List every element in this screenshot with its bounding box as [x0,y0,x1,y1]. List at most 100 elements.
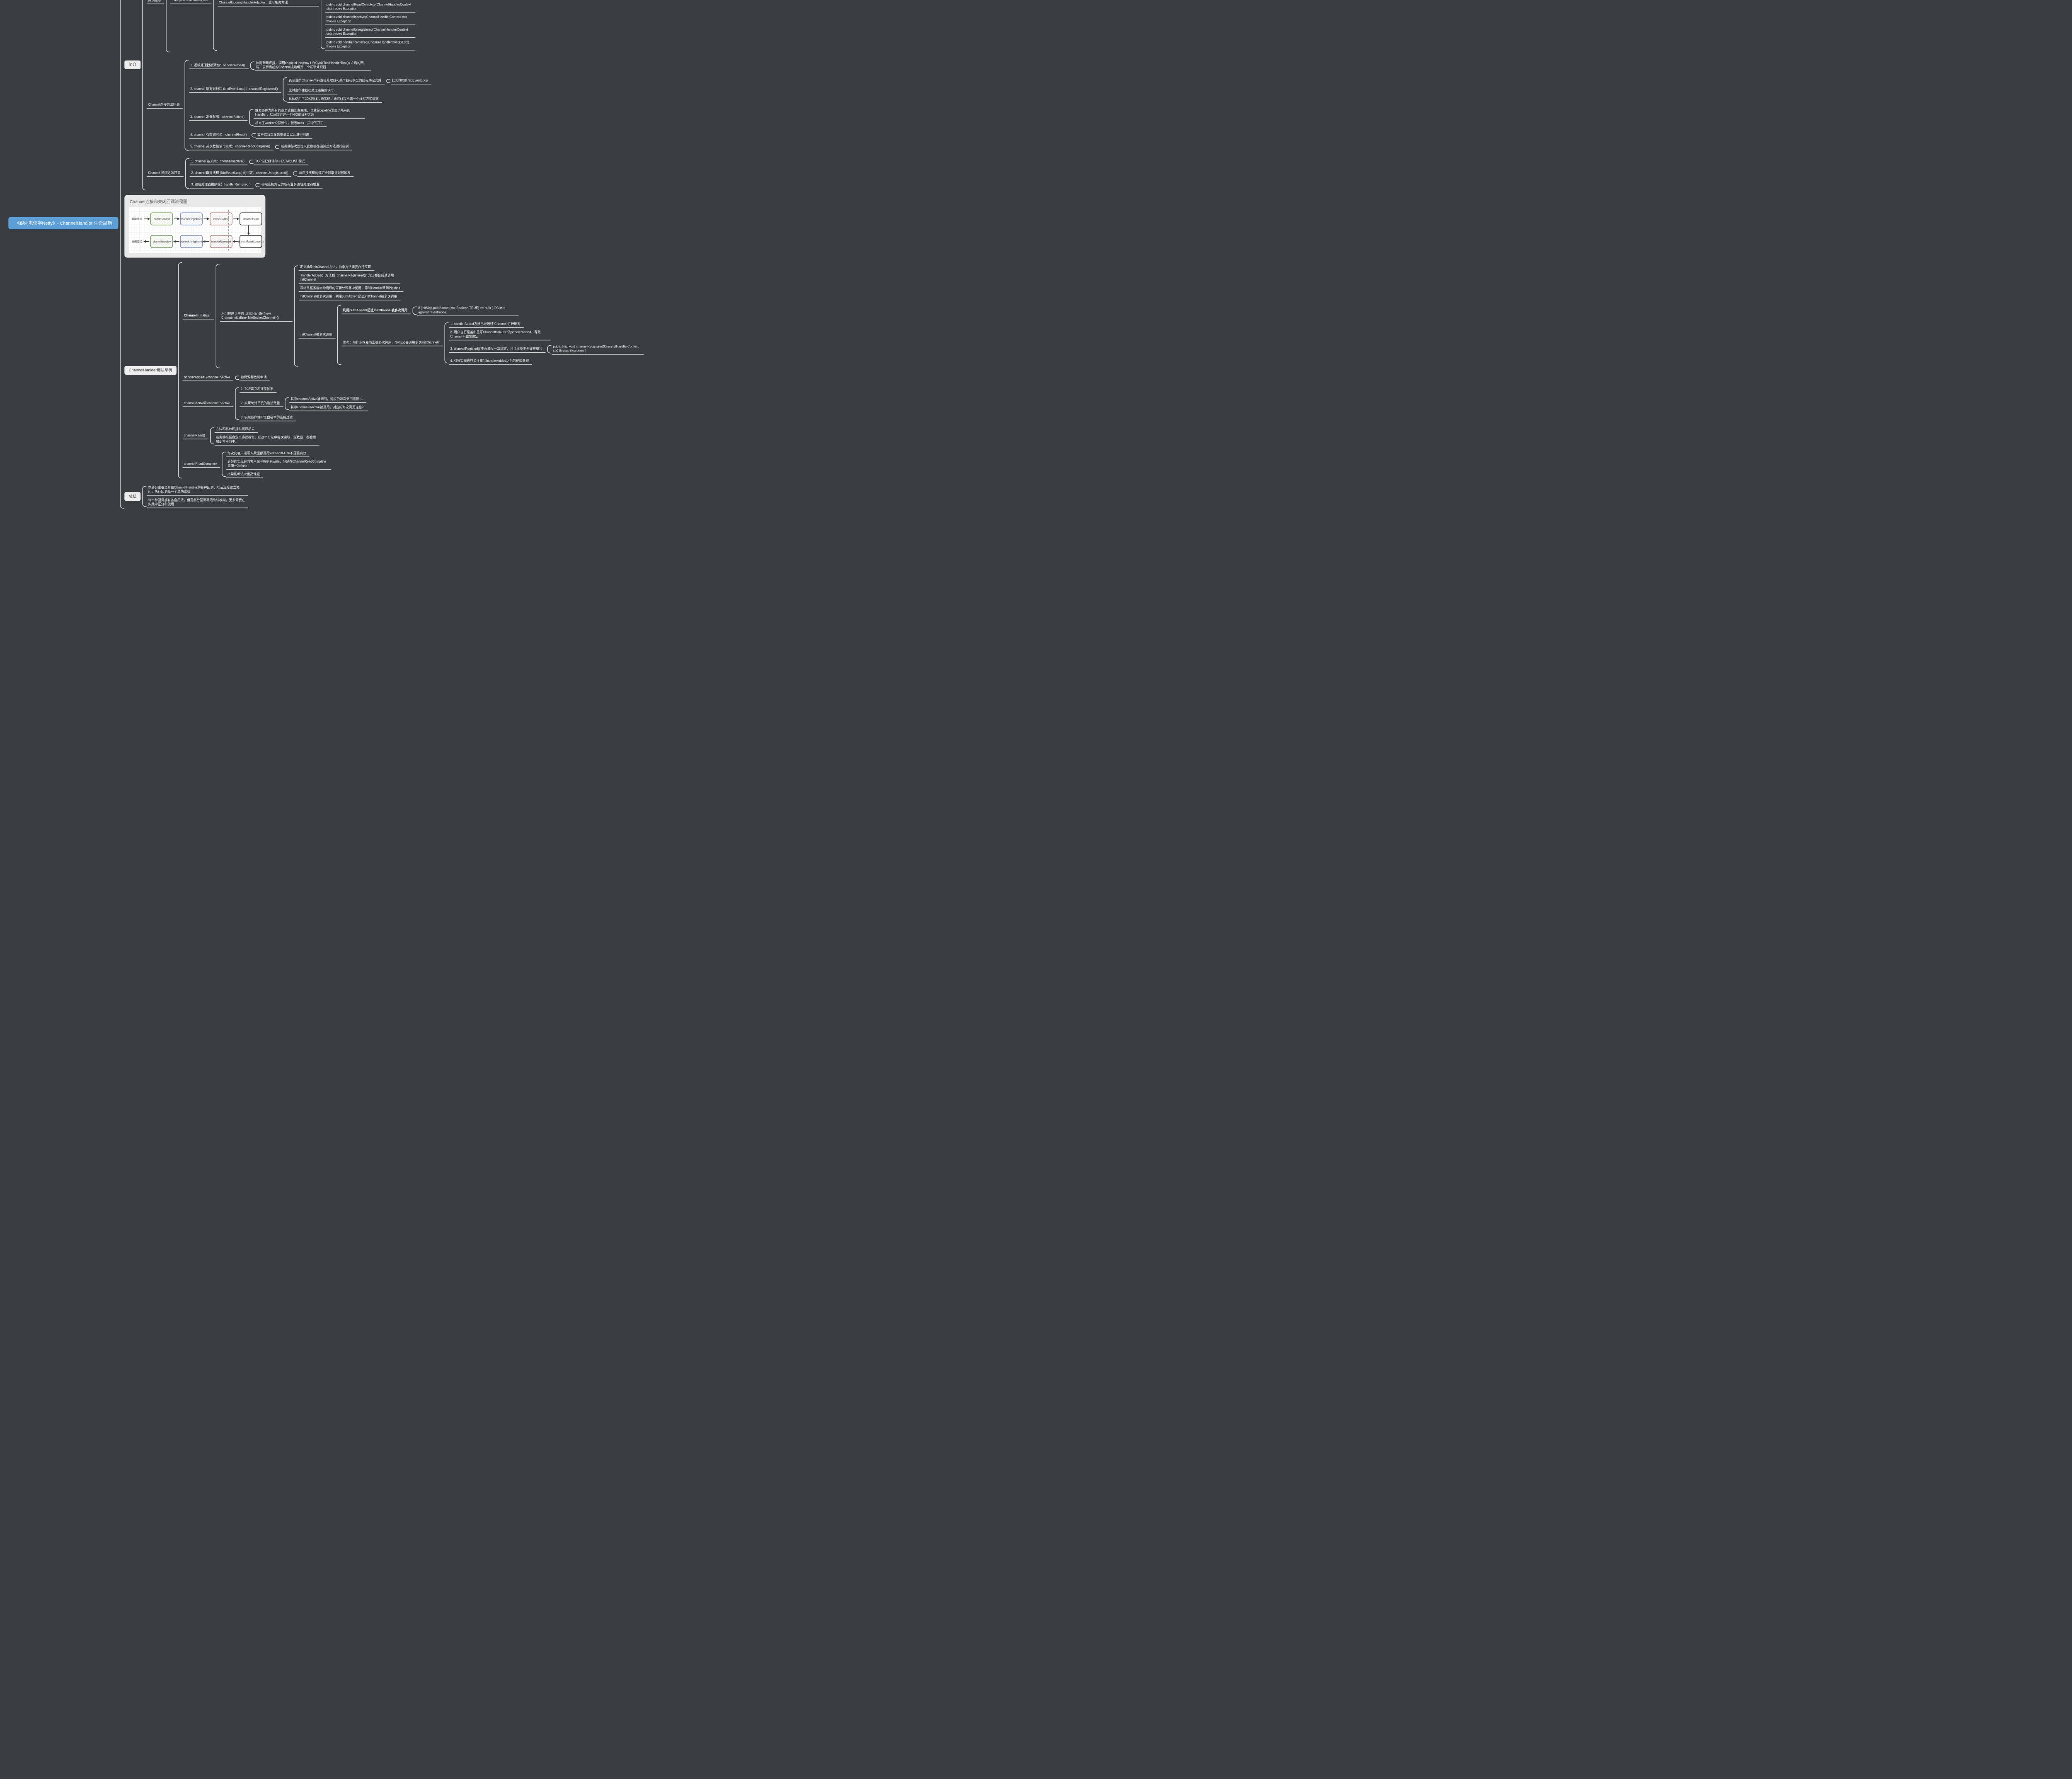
branch-summary[interactable]: 总结 [124,492,141,501]
flow-box-channel-read: channelRead [240,212,262,225]
note-writeandflush[interactable]: 每次向客户端写入数据都调用writeAndFlush不是很高效 [226,451,310,457]
method-channel-read-complete[interactable]: public void channelReadComplete(ChannelH… [325,2,416,13]
arrow-left-icon [173,240,179,243]
arrow-right-icon [144,217,150,221]
summary-1[interactable]: 本部分主要是介绍ChannelHandler的各种回调，以及连接建立关闭，执行回… [147,485,249,496]
note-resource[interactable]: 做资源释放和申请 [239,374,270,381]
answer-1[interactable]: 1. handlerAdded方法已经通过`Channel`进行绑定 [449,321,524,328]
children-group: 服务端每次处理以此数据都回调此方法进行回调 [275,142,352,152]
answer-2[interactable]: 2. 用户自行覆盖和重写ChannelInitializer的handlerAd… [449,330,551,341]
arrow-down-icon [247,225,250,235]
note-bind-thread[interactable]: 表示当前Channel所有逻辑处理器和某个线程模型的线程绑定完成 [287,78,385,85]
init-channel-multi-call[interactable]: initChannel被多次调用 [298,332,336,339]
connect-callbacks[interactable]: Channel连接方法回调 [147,102,183,109]
note-conn-minus[interactable]: 其中channelInActive被调用，对应的每次调用连接-1 [289,405,368,412]
note-nio-eventloop[interactable]: 比如NIO的NioEventLoop [391,78,431,85]
close-step-1[interactable]: 1. channel 被关闭：channelInactive() [190,158,248,165]
note-sticky-packet[interactable]: 方法和粘包和拆包问题相关 [214,426,258,433]
flowchart-image-node[interactable]: Channel连接和关闭回调流程图 新建连接 handlerAdded chan… [124,195,266,258]
flow-box-channel-unregistered: channelUnregistered [179,235,203,248]
children-group: 简介主要介绍ChannelHandler当中的ChannelInboundHan… [120,0,644,511]
note-server-boot[interactable]: 通常是服务端启动流程的逻辑处理器中使用，添加Handler链到Pipeline [298,285,404,292]
note-handler-added[interactable]: 检测到新连接，调用ch.pipleLine(new LifeCycleTestH… [254,60,371,71]
close-connection-label: 关闭连接 [131,240,142,243]
root-topic[interactable]: 《跟闪电侠学Netty》- ChannelHandler 生命周期 [8,217,119,230]
note-ip-filter[interactable]: 3. 实现客户端IP黑白名单的连接过滤 [239,414,296,422]
usage-handleradded-inactive[interactable]: handlerAdded与channelInActive [182,374,234,381]
note-better-flush[interactable]: 更好的实现是向客户端写数据只write，但是在ChannelReadComple… [226,459,331,470]
answer-3[interactable]: 3. channelRegisted() 中再触发一次绑定，并且本身不允许被重写 [449,346,546,353]
note-create-thread[interactable]: 此时会创建线程处理连接的读写 [287,87,337,95]
mindmap-canvas: 《跟闪电侠学Netty》- ChannelHandler 生命周期简介主要介绍C… [0,0,675,509]
note-active-condition[interactable]: 触发条件为所有的业务逻辑准备完成，也就是pipeline添加了所有的Handle… [254,108,365,119]
putifabsent-guard[interactable]: 利用putIfAbsent防止initChannel被多次调用 [341,307,411,314]
close-callbacks[interactable]: Channel 关闭方法回调 [147,170,184,177]
child-handler-note[interactable]: 入门程序当中的 .childHandler(new ChannelInitial… [220,310,293,322]
note-worker-boss[interactable]: 相当于worker全部就位，就等boss一声令下开工 [254,120,327,127]
method-channel-unregistered[interactable]: public void channelUnregistered(ChannelH… [325,27,416,38]
note-tcp-abstract[interactable]: 1. TCP建立和连接抽象 [239,386,277,393]
demo-program[interactable]: 案例程序 [147,0,165,5]
children-group: 1. 逻辑处理器被添加：handlerAdded() 检测到新连接，调用ch.pi… [184,57,431,153]
children-group: 与连接线程的绑定全部取消时候触发 [293,168,354,178]
usage-channel-read[interactable]: channelRead() [182,432,208,439]
note-both-try-call[interactable]: `handlerAdded()` 方法和 `channelRegistered(… [298,273,400,284]
children-group: 利用putIfAbsent防止initChannel被多次调用 if (initM… [337,302,644,368]
note-client-send[interactable]: 客户端每次发数据都会以此进行回调 [256,132,312,139]
branch-intro[interactable]: 简介 [124,60,141,70]
method-handler-removed[interactable]: public void handlerRemoved(ChannelHandle… [325,39,416,51]
flow-box-channel-read-complete: channelReadComplete [238,235,264,248]
note-unbind[interactable]: 与连接线程的绑定全部取消时候触发 [297,170,354,177]
children-group: 本部分主要是介绍ChannelHandler的各种回调，以及连接建立关闭，执行回… [142,483,249,510]
note-unpack[interactable]: 服务端根据自定义协议拆包，在这个方法中每次读取一定数据，都会累加到容器当中。 [214,434,320,446]
children-group: TCP层已经转为非ESTABLISH模式 [249,157,308,167]
children-group: 移除连接对应的所有业务逻辑处理器触发 [255,180,323,190]
children-group: LifeCycleTestHandlerTest利用适配器ChannelInbo… [213,0,416,53]
children-group: 表示当前Channel所有逻辑处理器和某个线程模型的线程绑定完成比如NIO的Ni… [283,74,431,104]
branch-usage[interactable]: ChannelHanlder用法举例 [124,366,177,375]
close-step-3[interactable]: 3. 逻辑处理器被删除：handlerRemoved() [190,182,254,189]
children-group: 定义抽象initChannel方法，抽象方法需要自行实现 `handlerAdde… [294,262,644,369]
children-group: 1. handlerAdded方法已经通过`Channel`进行绑定 2. 用户自… [444,320,644,366]
note-count-conn[interactable]: 2. 实现统计单机的连接数量 [239,400,283,407]
flowchart-panel: 新建连接 handlerAdded channelRegistered chan… [129,207,264,253]
arrow-left-icon [203,240,209,243]
children-group: 客户端每次发数据都会以此进行回调 [251,130,312,140]
code-putifabsent[interactable]: if (initMap.putIfAbsent(ctx, Boolean.TRU… [417,305,519,316]
note-remove-handler[interactable]: 移除连接对应的所有业务逻辑处理器触发 [260,182,323,189]
new-connection-label: 新建连接 [131,217,142,221]
note-abstract-initchannel[interactable]: 定义抽象initChannel方法，抽象方法需要自行实现 [298,264,375,271]
flow-box-handler-added: handlerAdded [150,212,173,225]
usage-active-inactive[interactable]: channelActive和channelInActive [182,400,234,407]
arrow-right-icon [203,217,210,221]
connect-step-5[interactable]: 5. channel 某次数据读写完成：channelReadComplete(… [189,143,274,150]
note-jdk-pool[interactable]: 具体使用了JDK的线程池实现，通过线程池抓一个线程方式绑定 [287,96,382,103]
code-channel-registered[interactable]: public final void channelRegistered(Chan… [552,344,644,355]
usage-read-complete[interactable]: channelReadComplete [182,461,220,468]
children-group: 1. TCP建立和连接抽象 2. 实现统计单机的连接数量其中channelActi… [235,384,368,423]
lifecycle-test-class[interactable]: LifeCycleTestHandlerTest [170,0,212,5]
question-why[interactable]: 思考：为什么既要防止被多次调用，Netty又要调用多次initChannel? [341,339,443,347]
flowchart-bottom-row: 关闭连接 channelInactive channelUnregistered… [131,235,264,248]
note-multi-call-putifabsent[interactable]: initChannel被多次调用，利用putIfAbsent防止initChan… [298,293,401,301]
mindmap-root-container: 《跟闪电侠学Netty》- ChannelHandler 生命周期简介主要介绍C… [8,0,644,511]
note-tcp-establish[interactable]: TCP层已经转为非ESTABLISH模式 [254,158,308,165]
connect-step-4[interactable]: 4. channel 有数据可读：channelRead() [189,132,250,139]
method-channel-inactive[interactable]: public void channelInactive(ChannelHandl… [325,14,416,25]
connect-step-3[interactable]: 3. channel 准备就绪：channelActive() [189,114,248,121]
connect-step-1[interactable]: 1. 逻辑处理器被添加：handlerAdded() [189,62,249,69]
note-server-handle[interactable]: 服务端每次处理以此数据都回调此方法进行回调 [279,143,352,150]
children-group: 其中channelActive被调用，对应的每次调用连接+1 其中channelI… [285,395,368,413]
close-step-2[interactable]: 2. channel取消线程 (NioEventLoop) 的绑定：channe… [190,170,292,177]
children-group: 做资源释放和申请 [235,373,270,383]
connect-step-2[interactable]: 2. channel 绑定到线程 (NioEventLoop)：channelR… [189,86,281,93]
summary-2[interactable]: 每一种回调都有各自用法，但是部分回调界限比较模糊，更多需要在实践中区分和使用 [147,497,249,509]
adapter-note[interactable]: LifeCycleTestHandlerTest利用适配器ChannelInbo… [218,0,319,7]
note-batch-flush[interactable]: 批量刷新追求更高性能 [226,471,263,478]
children-group: if (initMap.putIfAbsent(ctx, Boolean.TRU… [412,303,519,318]
children-group: 主要介绍ChannelHandler当中的ChannelInboundHandl… [142,0,431,193]
answer-4[interactable]: 4. 引导实现者只关注重写handlerAdded之后的逻辑处理 [449,358,533,365]
note-conn-plus[interactable]: 其中channelActive被调用，对应的每次调用连接+1 [289,396,366,403]
channel-initializer[interactable]: ChannelInitializer [182,313,214,320]
children-group: 每次向客户端写入数据都调用writeAndFlush不是很高效更好的实现是向客户… [221,449,331,480]
